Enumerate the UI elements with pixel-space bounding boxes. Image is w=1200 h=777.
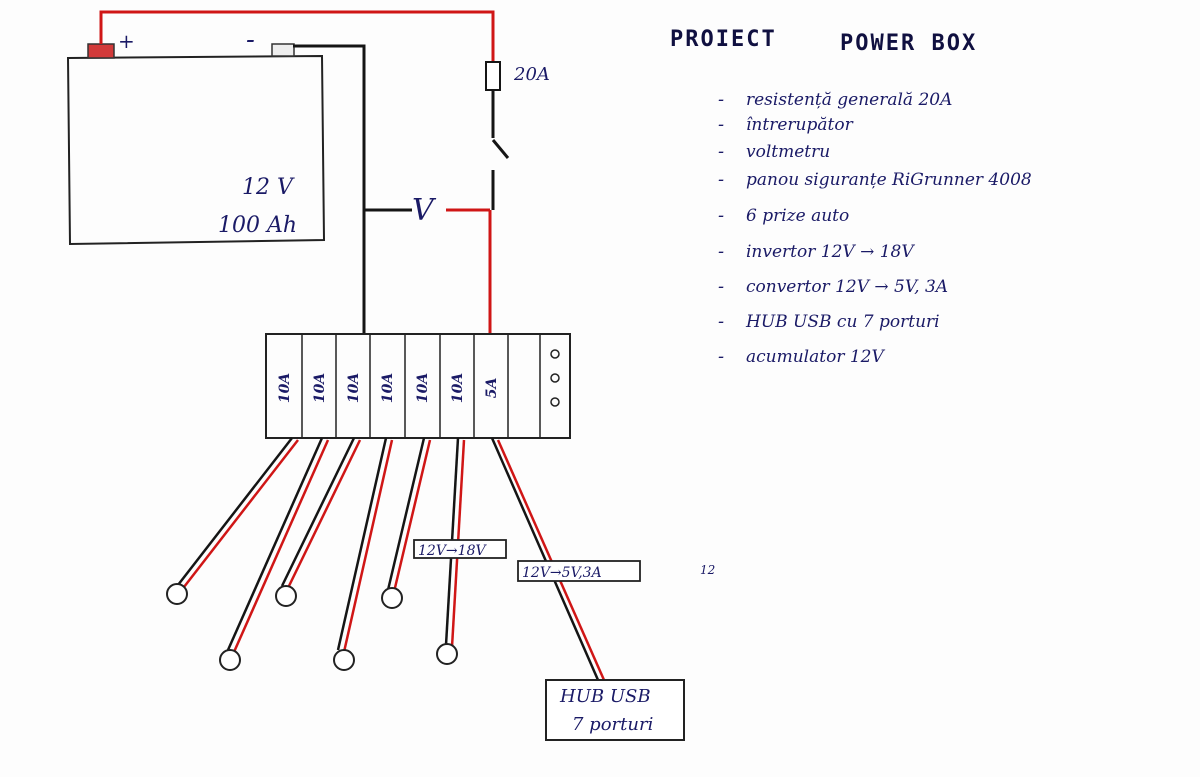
list-bullet: - (718, 241, 724, 262)
socket-3 (275, 585, 297, 607)
fuse-panel-slot-terminals (301, 334, 541, 438)
list-item: acumulator 12V (746, 347, 885, 367)
list-bullet: - (718, 114, 724, 135)
fuse-label-1: 10A (277, 373, 293, 403)
fuse-label-7: 5A (484, 378, 500, 399)
components-list: - resistență generală 20A - întrerupător - vo… (718, 89, 1032, 367)
battery-voltage: 12 V (242, 175, 295, 200)
socket-6 (436, 643, 458, 665)
list-bullet: - (718, 276, 724, 297)
list-item: 6 prize auto (746, 206, 849, 226)
usb-hub-label-line2: 7 porturi (572, 714, 653, 735)
stray-mark: 12 (700, 563, 715, 577)
battery-plus-sign: + (118, 29, 135, 53)
socket-1 (166, 583, 188, 605)
battery-capacity: 100 Ah (218, 213, 297, 238)
list-item: HUB USB cu 7 porturi (745, 312, 940, 332)
positive-wire (99, 10, 495, 62)
list-bullet: - (718, 141, 724, 162)
list-item: resistență generală 20A (746, 90, 952, 110)
fuse-label-4: 10A (380, 373, 396, 403)
usb-hub-label-line1: HUB USB (559, 686, 651, 707)
voltmeter-symbol: V (412, 193, 437, 228)
project-title-left: PROIECT (670, 27, 777, 52)
negative-wire (293, 44, 366, 334)
list-item: întrerupător (746, 115, 854, 135)
fuse-panel-bus-holes (550, 349, 560, 407)
converter-box (517, 560, 641, 582)
list-bullet: - (718, 311, 724, 332)
socket-5 (381, 587, 403, 609)
inverter-box-label: 12V→18V (418, 543, 487, 559)
usb-hub-box (545, 679, 685, 741)
main-fuse-label: 20A (513, 64, 550, 85)
battery: + - 12 V 100 Ah (66, 25, 326, 246)
project-title-right: POWER BOX (840, 31, 977, 56)
list-item: panou siguranțe RiGrunner 4008 (746, 170, 1032, 190)
fuse-panel: 10A 10A 10A 10A 10A 10A 5A (265, 333, 571, 439)
main-wiring (99, 10, 510, 334)
switch-blade (491, 139, 510, 159)
battery-minus-sign: - (246, 25, 255, 55)
list-item: voltmetru (746, 142, 830, 162)
battery-negative-terminal (271, 43, 295, 57)
fuse-label-5: 10A (415, 373, 431, 403)
converter-box-label: 12V→5V,3A (522, 565, 602, 581)
main-fuse-symbol (485, 61, 501, 91)
inverter-box (413, 539, 507, 559)
fuse-label-3: 10A (346, 373, 362, 403)
list-bullet: - (718, 346, 724, 367)
list-item: invertor 12V → 18V (746, 242, 915, 262)
list-item: convertor 12V → 5V, 3A (746, 277, 948, 297)
fuse-label-6: 10A (450, 373, 466, 403)
socket-4 (333, 649, 355, 671)
fuse-label-2: 10A (312, 373, 328, 403)
list-bullet: - (718, 205, 724, 226)
socket-2 (219, 649, 241, 671)
outlet-wires (177, 437, 606, 681)
list-bullet: - (718, 169, 724, 190)
battery-positive-terminal (87, 43, 115, 59)
list-bullet: - (718, 89, 724, 110)
car-sockets (166, 583, 458, 671)
